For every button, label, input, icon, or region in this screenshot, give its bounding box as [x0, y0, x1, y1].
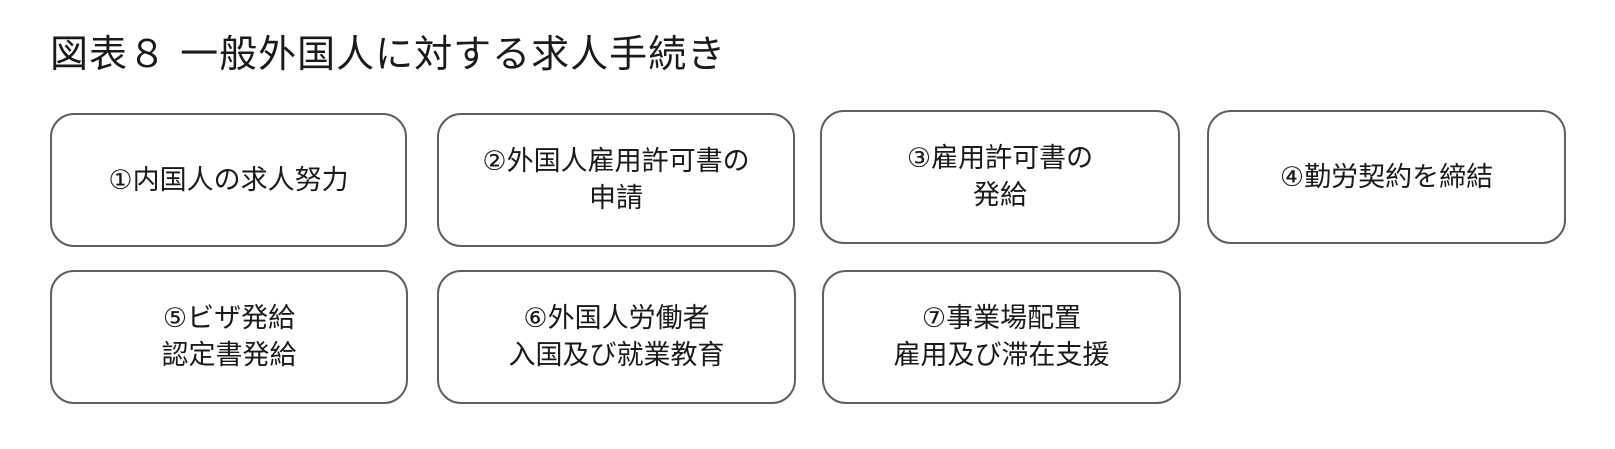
step-box-7: ⑦事業場配置 雇用及び滞在支援	[822, 270, 1181, 404]
step-box-1: ①内国人の求人努力	[50, 113, 407, 247]
step-box-3: ③雇用許可書の 発給	[820, 110, 1180, 244]
step-label-3: ③雇用許可書の 発給	[906, 143, 1094, 211]
step-label-5: ⑤ビザ発給 認定書発給	[161, 303, 297, 371]
step-label-7: ⑦事業場配置 雇用及び滞在支援	[893, 303, 1110, 371]
step-box-4: ④勤労契約を締結	[1207, 110, 1566, 244]
figure-title: 図表８ 一般外国人に対する求人手続き	[50, 32, 727, 76]
step-label-4: ④勤労契約を締結	[1279, 161, 1494, 193]
step-box-2: ②外国人雇用許可書の 申請	[437, 113, 795, 247]
step-label-6: ⑥外国人労働者 入国及び就業教育	[508, 303, 725, 371]
step-box-5: ⑤ビザ発給 認定書発給	[50, 270, 408, 404]
step-box-6: ⑥外国人労働者 入国及び就業教育	[437, 270, 796, 404]
step-label-1: ①内国人の求人努力	[108, 164, 349, 196]
step-label-2: ②外国人雇用許可書の 申請	[482, 146, 750, 214]
